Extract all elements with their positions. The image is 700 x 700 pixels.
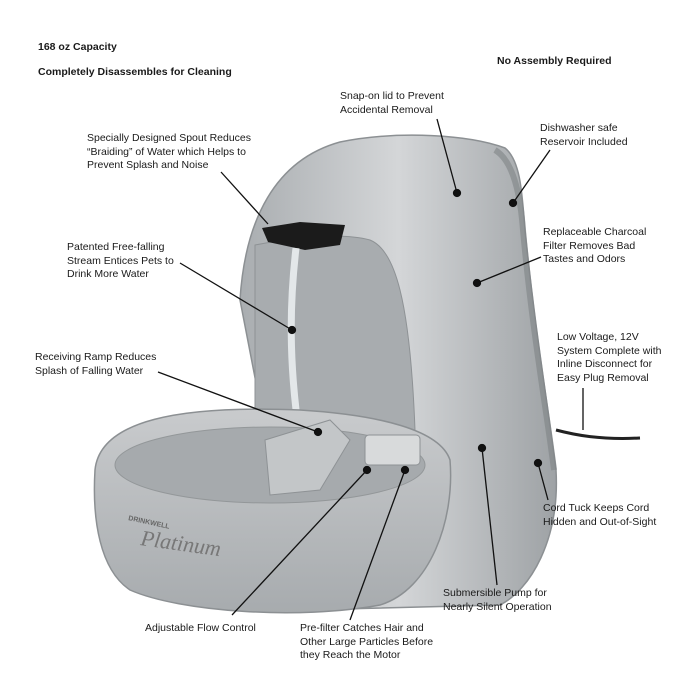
spout	[262, 222, 345, 250]
leader-dot	[477, 443, 487, 453]
no-assembly-heading: No Assembly Required	[497, 55, 612, 67]
leader-dot	[287, 325, 297, 335]
leader-dot	[362, 465, 372, 475]
leader-lines	[157, 118, 584, 621]
callout-dishwasher: Dishwasher safe Reservoir Included	[540, 122, 628, 148]
disassembles-heading: Completely Disassembles for Cleaning	[38, 66, 232, 78]
receiving-ramp	[264, 419, 351, 496]
leader-dot	[472, 278, 482, 288]
capacity-heading: 168 oz Capacity	[38, 41, 117, 53]
callout-charcoal: Replaceable Charcoal Filter Removes Bad …	[543, 226, 647, 265]
leader-dot	[508, 198, 518, 208]
pump-housing	[364, 434, 421, 466]
leader-dot	[313, 427, 323, 437]
callout-pump: Submersible Pump for Nearly Silent Opera…	[443, 587, 552, 613]
reservoir-edge	[493, 147, 557, 471]
leader-dot	[533, 458, 543, 468]
callout-snap-lid: Snap-on lid to Prevent Accidental Remova…	[340, 90, 444, 116]
callout-voltage: Low Voltage, 12V System Complete with In…	[557, 331, 662, 384]
callout-ramp: Receiving Ramp Reduces Splash of Falling…	[35, 351, 157, 377]
callout-prefilter: Pre-filter Catches Hair and Other Large …	[300, 622, 434, 661]
power-cord	[555, 428, 641, 440]
callout-flow: Adjustable Flow Control	[145, 622, 256, 634]
callout-cord-tuck: Cord Tuck Keeps Cord Hidden and Out-of-S…	[543, 502, 657, 528]
callout-spout: Specially Designed Spout Reduces “Braidi…	[87, 132, 252, 171]
leader-dot	[452, 188, 462, 198]
leader-dot	[400, 465, 410, 475]
callout-stream: Patented Free-falling Stream Entices Pet…	[67, 241, 174, 280]
